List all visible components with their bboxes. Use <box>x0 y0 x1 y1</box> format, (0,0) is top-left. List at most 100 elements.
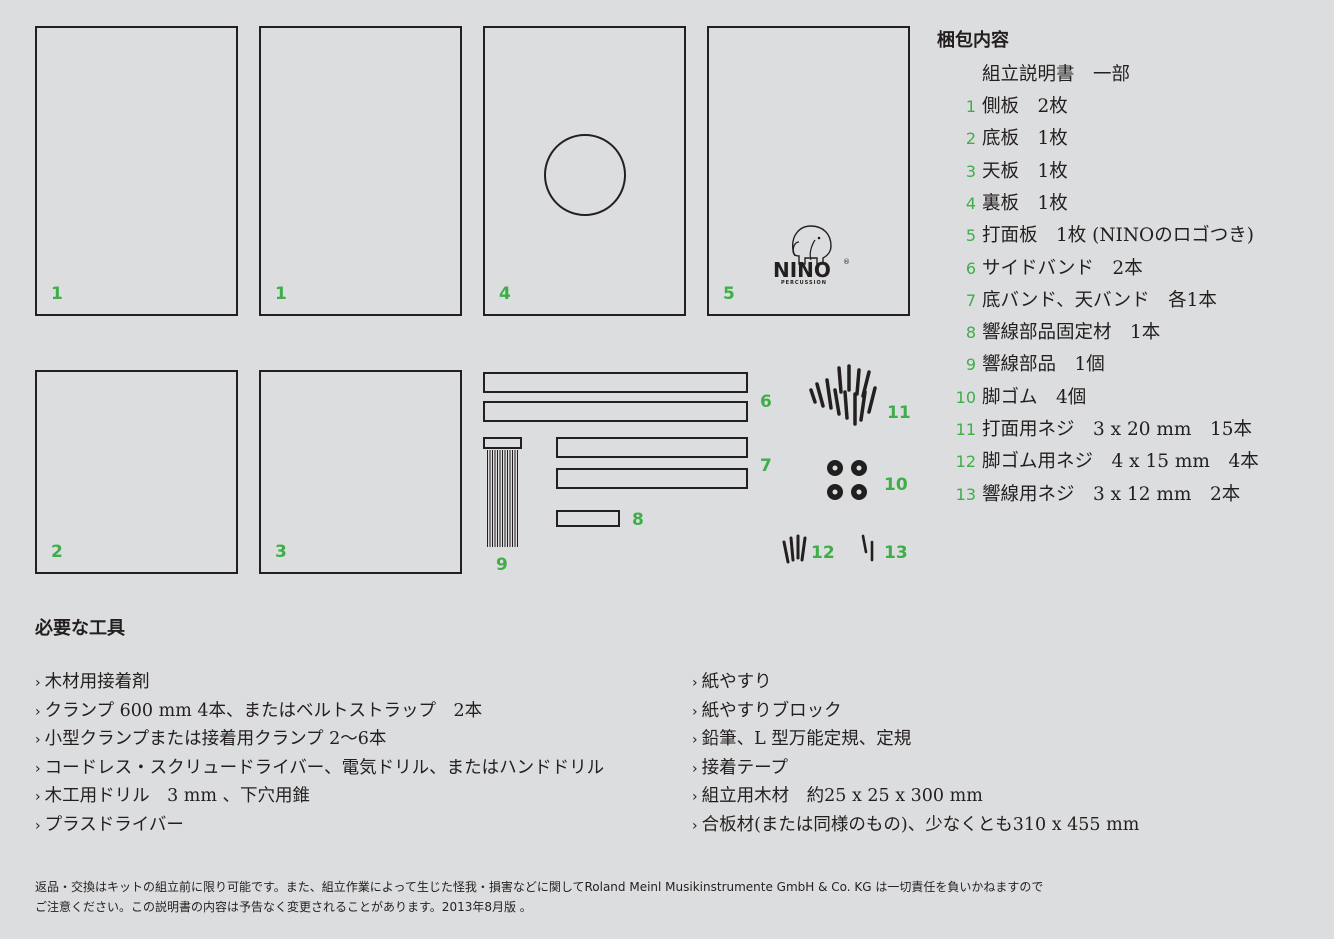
item-number: 3 <box>965 161 976 181</box>
side-panel-1: 1 <box>35 26 238 316</box>
tool-item: ›クランプ 600 mm 4本、またはベルトストラップ 2本 <box>35 697 482 722</box>
tool-text: 紙やすり <box>701 672 772 692</box>
packing-list-item: 3 天板 1枚 <box>948 157 1068 183</box>
tool-text: 紙やすりブロック <box>701 700 842 721</box>
packing-list-item: 13 響線用ネジ 3 x 12 mm 2本 <box>948 480 1241 506</box>
tool-item: ›鉛筆、L 型万能定規、定規 <box>692 725 911 750</box>
top-panel: 3 <box>259 370 462 574</box>
screws-icon <box>809 364 877 426</box>
tool-item: ›紙やすりブロック <box>692 697 842 722</box>
logo-subtitle: PERCUSSION <box>781 280 827 286</box>
logo-registered: ® <box>843 258 850 266</box>
item-text: 側板 2枚 <box>982 96 1068 117</box>
bullet-icon: › <box>692 789 698 806</box>
item-text: 裏板 1枚 <box>982 192 1068 214</box>
bullet-icon: › <box>35 732 41 749</box>
rubber-feet-icon <box>827 460 867 500</box>
part-label-7: 7 <box>760 456 772 476</box>
tool-item: ›木工用ドリル 3 mm 、下穴用錐 <box>35 782 310 807</box>
tool-text: 接着テープ <box>701 757 789 778</box>
top-band-slat <box>556 468 748 489</box>
part-label-12: 12 <box>811 543 835 563</box>
nino-logo: NINO ® PERCUSSION <box>765 218 855 288</box>
item-number: 11 <box>955 420 976 439</box>
item-number: 8 <box>965 323 976 343</box>
packing-list-item: 8 響線部品固定材 1本 <box>948 318 1160 344</box>
part-label-13: 13 <box>884 543 908 563</box>
panel-number: 1 <box>275 284 287 304</box>
item-text: 底板 1枚 <box>982 128 1068 150</box>
bullet-icon: › <box>35 703 41 720</box>
item-text: 響線用ネジ 3 x 12 mm 2本 <box>982 483 1241 505</box>
bullet-icon: › <box>35 675 41 691</box>
packing-list-item: 11 打面用ネジ 3 x 20 mm 15本 <box>948 415 1252 441</box>
tool-text: コードレス・スクリュードライバー、電気ドリル、またはハンドドリル <box>44 757 605 778</box>
packing-list-item: 9 響線部品 1個 <box>948 350 1105 376</box>
tool-text: 組立用木材 約25 x 25 x 300 mm <box>701 786 983 807</box>
packing-list-item: 10 脚ゴム 4個 <box>948 383 1087 409</box>
panel-number: 2 <box>51 542 63 562</box>
tool-item: ›プラスドライバー <box>35 811 184 836</box>
tool-item: ›小型クランプまたは接着用クランプ 2〜6本 <box>35 725 386 750</box>
item-text: 脚ゴム 4個 <box>982 386 1087 408</box>
packing-list-item: 2 底板 1枚 <box>948 124 1068 150</box>
bullet-icon: › <box>692 818 698 834</box>
tool-text: プラスドライバー <box>44 815 184 835</box>
manual-label: 組立説明書 一部 <box>982 64 1131 85</box>
item-number: 10 <box>955 387 976 407</box>
item-number: 5 <box>965 226 976 246</box>
bullet-icon: › <box>692 760 698 777</box>
item-number: 13 <box>955 484 976 504</box>
item-number: 4 <box>965 193 976 213</box>
tool-item: ›組立用木材 約25 x 25 x 300 mm <box>692 782 983 807</box>
item-text: 響線部品固定材 1本 <box>982 322 1161 344</box>
part-label-6: 6 <box>760 392 772 412</box>
bullet-icon: › <box>692 703 698 720</box>
item-text: サイドバンド 2本 <box>982 257 1143 279</box>
elephant-icon <box>792 225 832 265</box>
tool-item: ›接着テープ <box>692 754 788 779</box>
bullet-icon: › <box>692 732 698 749</box>
item-text: 打面用ネジ 3 x 20 mm 15本 <box>982 419 1253 440</box>
tools-title: 必要な工具 <box>35 618 125 639</box>
item-text: 天板 1枚 <box>982 160 1068 182</box>
snare-wires <box>487 450 519 547</box>
bullet-icon: › <box>35 789 41 806</box>
disclaimer-line-1: 返品・交換はキットの組立前に限り可能です。また、組立作業によって生じた怪我・損害… <box>35 880 1044 894</box>
screws-icon <box>782 534 807 564</box>
part-label-10: 10 <box>884 475 908 495</box>
panel-number: 3 <box>275 542 287 562</box>
back-panel: 4 <box>483 26 686 316</box>
tool-text: 合板材(または同様のもの)、少なくとも310 x 455 mm <box>701 815 1140 835</box>
bullet-icon: › <box>35 818 41 834</box>
tool-text: 木材用接着剤 <box>44 672 150 692</box>
tool-item: ›木材用接着剤 <box>35 668 150 693</box>
tool-text: 木工用ドリル 3 mm 、下穴用錐 <box>44 786 311 807</box>
tool-text: 小型クランプまたは接着用クランプ 2〜6本 <box>44 729 387 750</box>
sound-hole <box>544 134 626 216</box>
bullet-icon: › <box>35 760 41 777</box>
packing-list-title: 梱包内容 <box>937 30 1009 51</box>
bullet-icon: › <box>692 675 698 691</box>
bottom-panel: 2 <box>35 370 238 574</box>
tool-text: 鉛筆、L 型万能定規、定規 <box>701 729 912 750</box>
item-number: 9 <box>965 355 976 375</box>
side-band-slat <box>483 401 748 422</box>
tool-item: ›コードレス・スクリュードライバー、電気ドリル、またはハンドドリル <box>35 754 604 779</box>
snare-holder <box>483 437 522 449</box>
item-text: 底バンド、天バンド 各1本 <box>982 289 1217 311</box>
panel-number: 1 <box>51 284 63 304</box>
item-text: 脚ゴム用ネジ 4 x 15 mm 4本 <box>982 451 1259 473</box>
side-panel-2: 1 <box>259 26 462 316</box>
item-number: 1 <box>965 97 976 116</box>
item-number: 2 <box>965 129 976 149</box>
part-label-11: 11 <box>887 403 911 423</box>
screws-icon <box>861 534 874 562</box>
packing-list-manual: 組立説明書 一部 <box>948 60 1130 86</box>
item-text: 響線部品 1個 <box>982 354 1105 376</box>
packing-list-item: 1 側板 2枚 <box>948 92 1068 118</box>
